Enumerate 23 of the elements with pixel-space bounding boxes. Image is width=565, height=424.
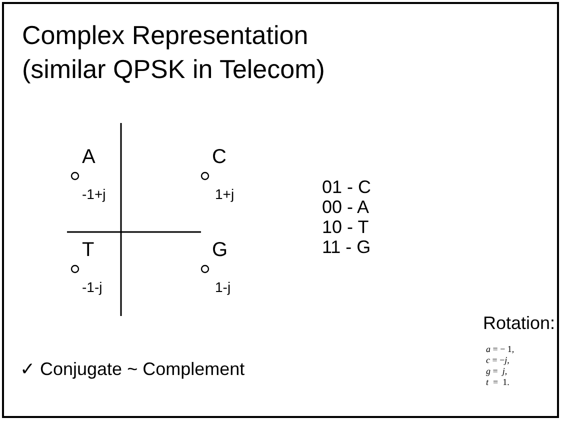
- point-letter: T: [82, 239, 94, 262]
- point-letter: G: [212, 239, 228, 262]
- constellation-point: [70, 172, 80, 180]
- code-mapping: 00 - A: [322, 197, 370, 218]
- coordinate-label: -1-j: [82, 279, 102, 295]
- rotation-formula: t = 1.: [486, 377, 510, 388]
- note-text: ✓ Conjugate ~ Complement: [20, 358, 245, 380]
- rotation-formula: a = − 1,: [486, 344, 514, 355]
- code-mapping: 01 - C: [322, 177, 372, 198]
- code-mapping: 11 - G: [322, 237, 371, 258]
- rotation-formula: g = j,: [486, 366, 508, 377]
- point-letter: A: [82, 146, 96, 169]
- rotation-heading: Rotation:: [483, 313, 556, 334]
- constellation-point: [200, 264, 210, 274]
- code-mapping: 10 - T: [322, 217, 369, 238]
- rotation-formula: c = −j,: [486, 355, 510, 366]
- coordinate-label: 1-j: [215, 279, 231, 295]
- point-letter: C: [212, 146, 226, 169]
- coordinate-label: -1+j: [82, 186, 106, 202]
- coordinate-label: 1+j: [215, 186, 234, 202]
- slide-title: Complex Representation (similar QPSK in Telecom): [22, 19, 326, 86]
- constellation-point: [200, 172, 210, 180]
- constellation-point: [70, 264, 80, 274]
